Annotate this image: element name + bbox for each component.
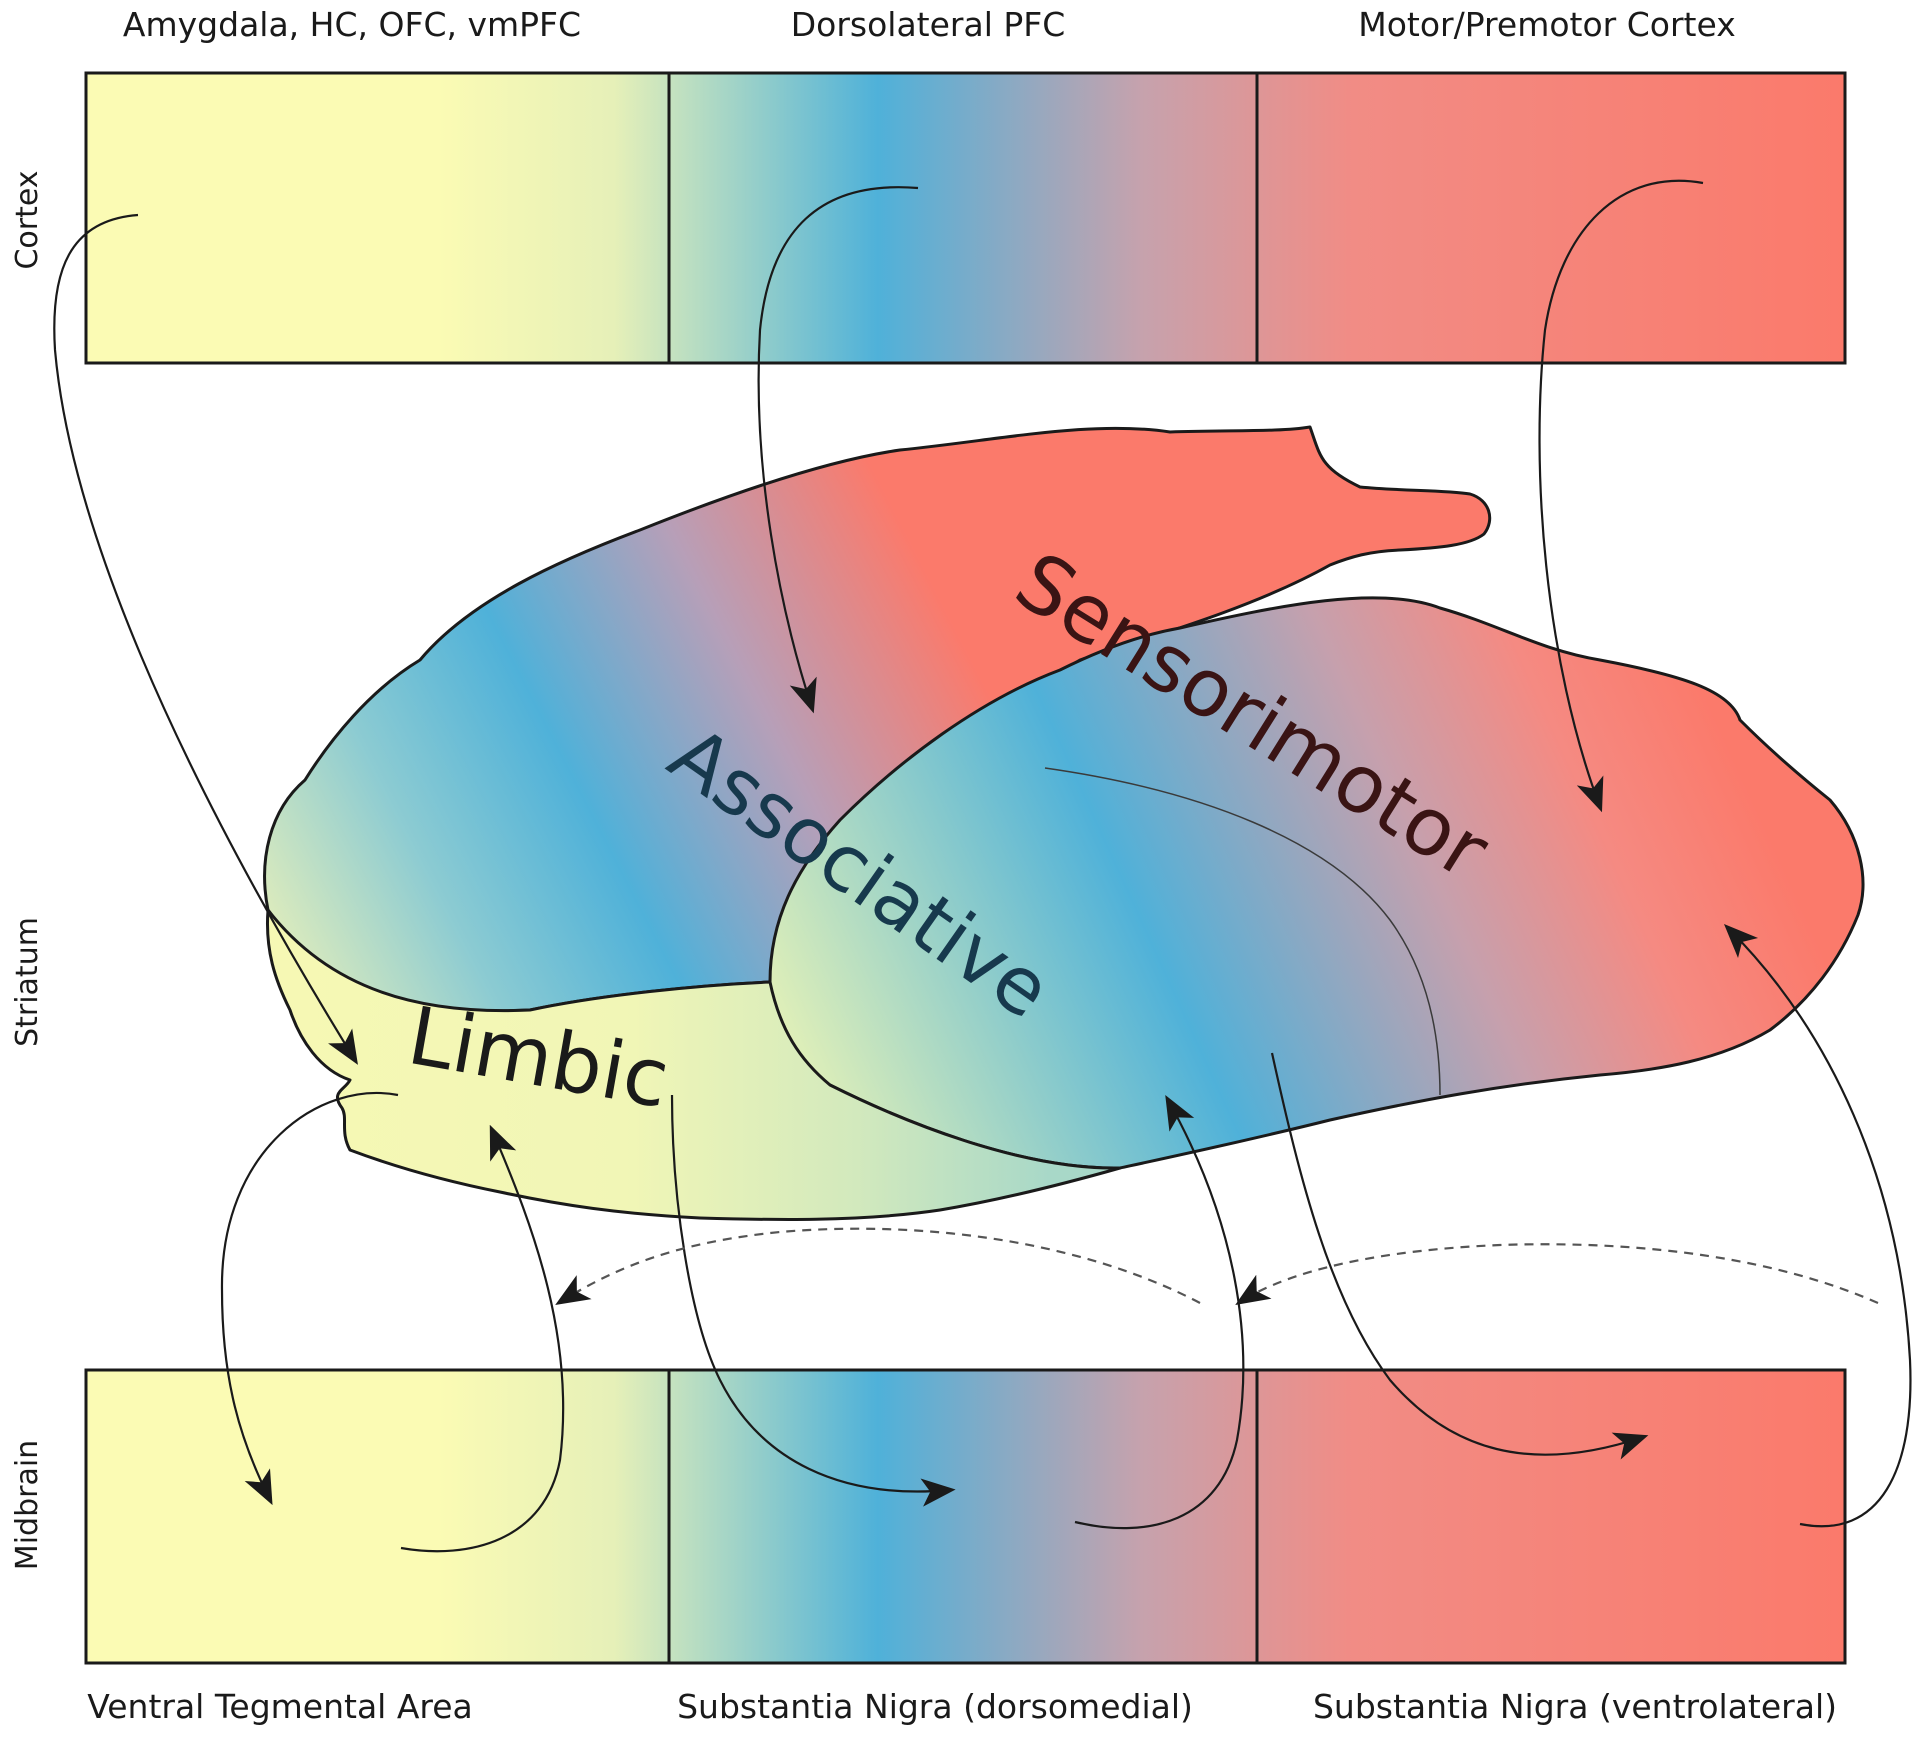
midbrain-region-label-sn-dorsomedial: Substantia Nigra (dorsomedial) <box>677 1687 1193 1726</box>
arrow-sndm-to-associative <box>1074 1095 1245 1530</box>
arrow-associative-to-snc-vl <box>1270 1052 1649 1460</box>
level-label-striatum: Striatum <box>10 917 45 1047</box>
dashed-arrow-sensorimotor-to-associative <box>1235 1243 1879 1306</box>
dashed-arrow-associative-to-limbic <box>555 1227 1201 1305</box>
arrow-snvl-to-sensorimotor <box>1723 923 1912 1528</box>
putamen-internal-boundary <box>1044 767 1441 1096</box>
midbrain-region-label-sn-ventrolateral: Substantia Nigra (ventrolateral) <box>1313 1687 1837 1726</box>
arrow-vta-to-limbic <box>400 1124 565 1553</box>
cortex-region-label-associative: Dorsolateral PFC <box>791 5 1066 44</box>
midbrain-bar <box>84 1368 1847 1665</box>
midbrain-region-label-vta: Ventral Tegmental Area <box>87 1687 473 1726</box>
arrow-cortex-sensorimotor <box>1538 179 1704 813</box>
level-label-midbrain: Midbrain <box>10 1440 45 1570</box>
cortex-bar <box>84 71 1847 365</box>
arrow-limbic-to-vta <box>220 1091 399 1506</box>
arrow-limbic-to-snc-dm <box>670 1094 956 1507</box>
spiral-dashed-arrows <box>555 1227 1879 1306</box>
striatum-limbic-shape <box>265 908 1122 1222</box>
cortex-region-label-limbic: Amygdala, HC, OFC, vmPFC <box>123 5 581 44</box>
midbrain-to-striatum-arrows <box>400 923 1912 1553</box>
cortex-to-striatum-arrows <box>53 179 1704 1065</box>
striatum-to-midbrain-arrows <box>220 1052 1649 1507</box>
level-label-cortex: Cortex <box>10 170 45 269</box>
arrow-cortex-associative <box>757 186 919 714</box>
arrow-cortex-limbic <box>53 213 358 1065</box>
striatum-putamen-shape <box>768 596 1865 1170</box>
cortex-region-label-sensorimotor: Motor/Premotor Cortex <box>1358 5 1735 44</box>
